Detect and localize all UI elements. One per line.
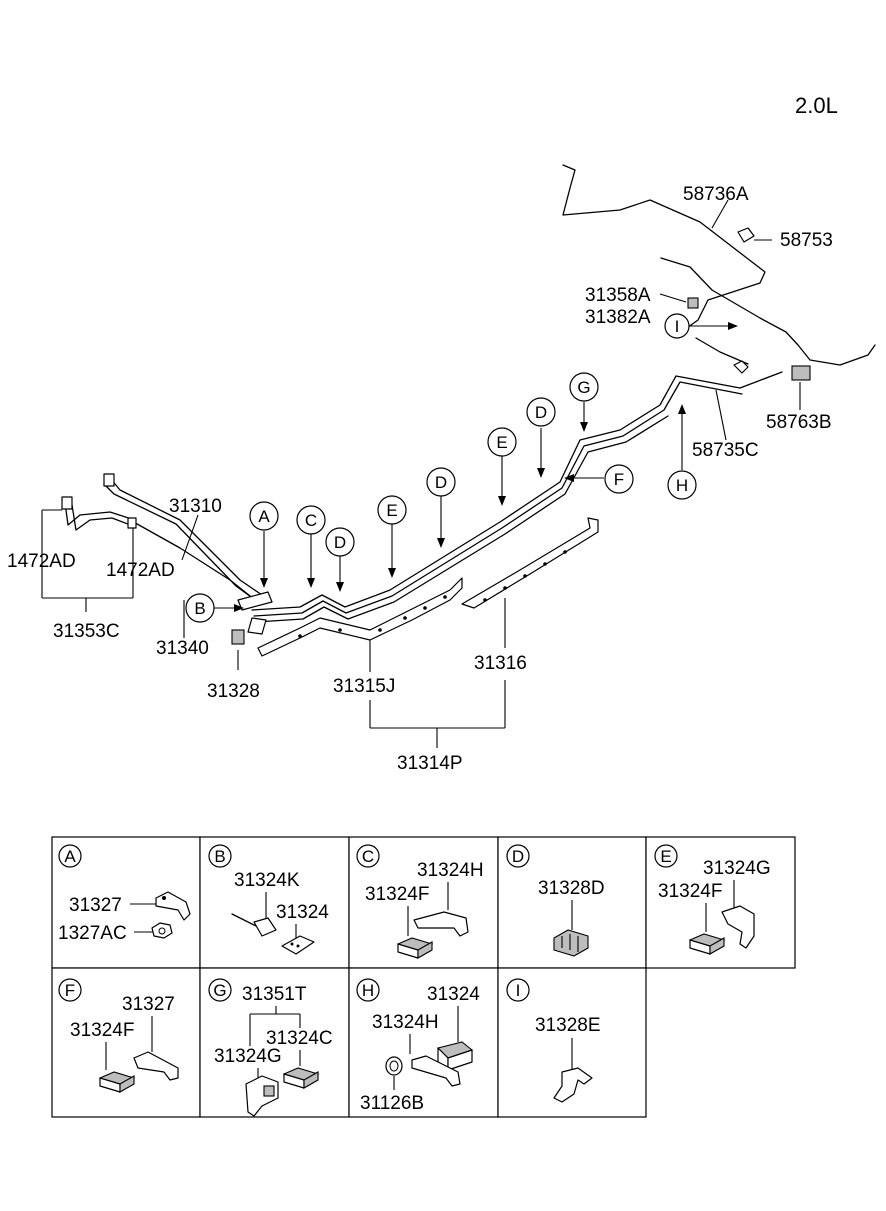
- callout-circle-E: E: [377, 495, 407, 525]
- label-58736a: 58736A: [683, 184, 749, 205]
- label-31316: 31316: [474, 653, 527, 674]
- label-31328e: 31328E: [535, 1015, 601, 1036]
- label-1327ac: 1327AC: [58, 923, 127, 944]
- fuel-tube-assembly: [61, 164, 876, 645]
- leader-lines: [41, 199, 801, 748]
- svg-text:H: H: [676, 476, 688, 495]
- label-31351t: 31351T: [242, 984, 307, 1005]
- callout-circle-D: D: [325, 527, 355, 557]
- label-31324: 31324: [276, 902, 329, 923]
- svg-text:A: A: [258, 507, 270, 526]
- label-31353c: 31353C: [53, 621, 120, 642]
- svg-text:I: I: [516, 981, 521, 1000]
- svg-text:G: G: [577, 378, 590, 397]
- label-31324f: 31324F: [365, 884, 429, 905]
- svg-text:I: I: [675, 317, 680, 336]
- label-31324h: 31324H: [417, 860, 484, 881]
- svg-text:H: H: [362, 981, 374, 1000]
- svg-text:E: E: [660, 847, 671, 866]
- label-31324g: 31324G: [703, 858, 771, 879]
- label-31358a: 31358A: [585, 285, 651, 306]
- callout-circle-D: D: [526, 397, 556, 427]
- label-31328: 31328: [207, 681, 260, 702]
- callout-circle-C: C: [296, 505, 326, 535]
- label-1472ad-right: 1472AD: [106, 560, 175, 581]
- detail-cell-b: B 31324K 31324: [208, 844, 329, 955]
- label-31328d: 31328D: [538, 878, 605, 899]
- label-58753: 58753: [780, 230, 833, 251]
- detail-cell-g: G 31351T 31324C 31324G: [208, 978, 333, 1117]
- svg-text:E: E: [386, 501, 397, 520]
- callout-circle-E: E: [487, 427, 517, 457]
- svg-text:B: B: [194, 599, 205, 618]
- label-31327: 31327: [69, 895, 122, 916]
- detail-cell-d: D 31328D: [506, 844, 605, 957]
- label-31324k: 31324K: [234, 870, 300, 891]
- callout-circle-I: I: [664, 313, 690, 339]
- label-31324f: 31324F: [70, 1020, 134, 1041]
- callout-circle-H: H: [667, 470, 697, 500]
- detail-cell-c: C 31324H 31324F: [356, 844, 484, 959]
- callout-circle-B: B: [185, 593, 215, 623]
- label-31324: 31324: [427, 984, 480, 1005]
- bracket-31316: [461, 517, 599, 609]
- label-31324f: 31324F: [658, 881, 722, 902]
- svg-text:F: F: [614, 470, 624, 489]
- svg-text:D: D: [334, 533, 346, 552]
- label-58735c: 58735C: [692, 440, 759, 461]
- label-31324g: 31324G: [214, 1046, 282, 1067]
- callout-circle-A: A: [249, 501, 279, 531]
- callout-arrows: [214, 322, 738, 612]
- bracket-31315j: [257, 577, 463, 657]
- svg-text:D: D: [512, 847, 524, 866]
- svg-text:D: D: [435, 473, 447, 492]
- label-31382a: 31382A: [585, 307, 651, 328]
- svg-text:E: E: [496, 433, 507, 452]
- svg-text:G: G: [213, 981, 226, 1000]
- label-31324h: 31324H: [372, 1012, 439, 1033]
- label-31315j: 31315J: [333, 676, 395, 697]
- detail-cell-a: A 31327 1327AC: [58, 844, 191, 944]
- detail-cell-h: H 31324 31324H 31126B: [356, 978, 480, 1114]
- label-31126b: 31126B: [360, 1093, 424, 1114]
- label-31340: 31340: [156, 638, 209, 659]
- detail-cell-f: F 31327 31324F: [58, 978, 179, 1093]
- svg-text:F: F: [65, 981, 75, 1000]
- label-58763b: 58763B: [766, 412, 832, 433]
- part-labels: 58736A 58753 31358A 31382A 58763B 58735C…: [7, 184, 833, 774]
- callout-circle-F: F: [604, 464, 634, 494]
- detail-cell-e: E 31324G 31324F: [654, 844, 771, 955]
- detail-cell-i: I 31328E: [506, 978, 601, 1103]
- svg-text:C: C: [305, 511, 317, 530]
- label-1472ad-left: 1472AD: [7, 551, 76, 572]
- svg-text:B: B: [214, 847, 225, 866]
- engine-label: 2.0L: [795, 93, 838, 118]
- svg-text:D: D: [535, 403, 547, 422]
- label-31314p: 31314P: [397, 753, 463, 774]
- callout-circle-D: D: [426, 467, 456, 497]
- label-31324c: 31324C: [266, 1028, 333, 1049]
- callout-circle-G: G: [569, 372, 599, 402]
- label-31310: 31310: [169, 496, 222, 517]
- label-31327: 31327: [122, 994, 175, 1015]
- svg-text:A: A: [64, 847, 76, 866]
- svg-text:C: C: [362, 847, 374, 866]
